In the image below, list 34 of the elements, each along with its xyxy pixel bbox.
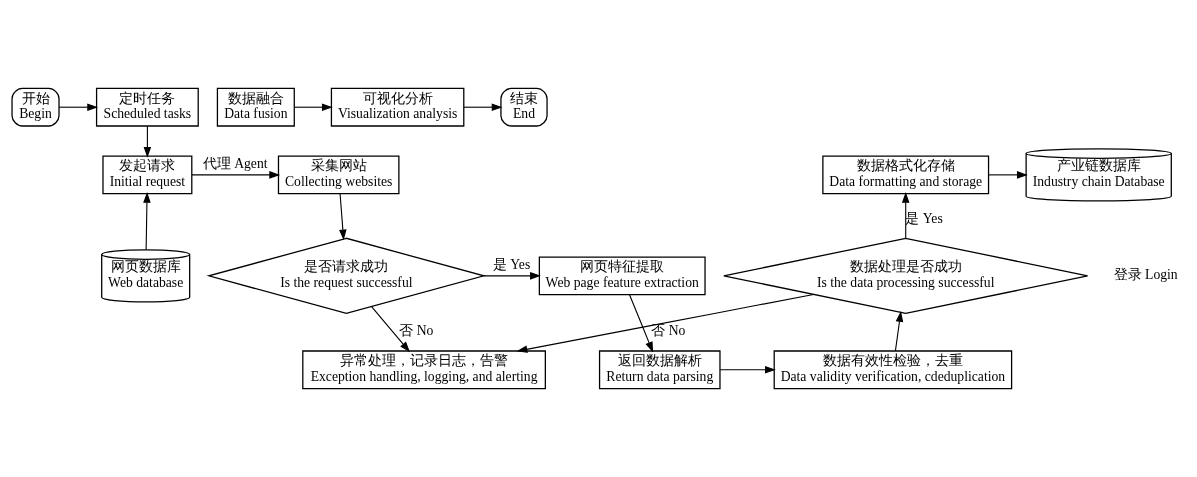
node-box: 网页特征提取 Web page feature extraction xyxy=(538,256,706,296)
arrow xyxy=(483,272,541,280)
node-box: 可视化分析 Visualization analysis xyxy=(330,87,465,127)
node-box: 数据融合 Data fusion xyxy=(216,87,295,127)
arrow xyxy=(901,192,910,239)
arrow xyxy=(58,103,99,111)
node-diamond: 是否请求成功 Is the request successful xyxy=(206,237,487,315)
label: 登录 Login xyxy=(1113,267,1178,283)
arrow xyxy=(143,192,151,251)
arrow xyxy=(894,310,904,352)
arrow xyxy=(143,125,152,158)
arrow xyxy=(988,171,1028,179)
arrow xyxy=(719,366,776,374)
node-box: 返回数据解析 Return data parsing xyxy=(598,350,721,390)
node-diamond: 数据处理是否成功 Is the data processing successful xyxy=(723,237,1089,315)
node-box: 定时任务 Scheduled tasks xyxy=(95,87,199,127)
node-box: 发起请求 Initial request xyxy=(102,155,193,195)
arrow xyxy=(339,193,347,241)
arrow xyxy=(628,294,654,353)
edge-label: 代理 Agent xyxy=(202,155,268,171)
node-box: 采集网站 Collecting websites xyxy=(277,155,400,195)
arrow xyxy=(516,293,815,353)
node-box: 开始 Begin xyxy=(11,87,60,127)
edge-label: 否 No xyxy=(651,323,686,339)
arrow xyxy=(371,306,410,353)
node-box: 异常处理，记录日志，告警 Exception handling, logging, and alerting xyxy=(302,350,546,390)
node-box: 结束 End xyxy=(500,87,548,127)
node-box: 数据有效性检验，去重 Data validity verification, cdeduplication xyxy=(773,350,1013,390)
edge-label: 是 Yes xyxy=(492,256,531,272)
arrow xyxy=(293,103,333,111)
edge-label: 否 No xyxy=(399,323,434,339)
arrow xyxy=(463,103,503,111)
arrow xyxy=(191,171,281,179)
node-box: 数据格式化存储 Data formatting and storage xyxy=(822,155,990,195)
